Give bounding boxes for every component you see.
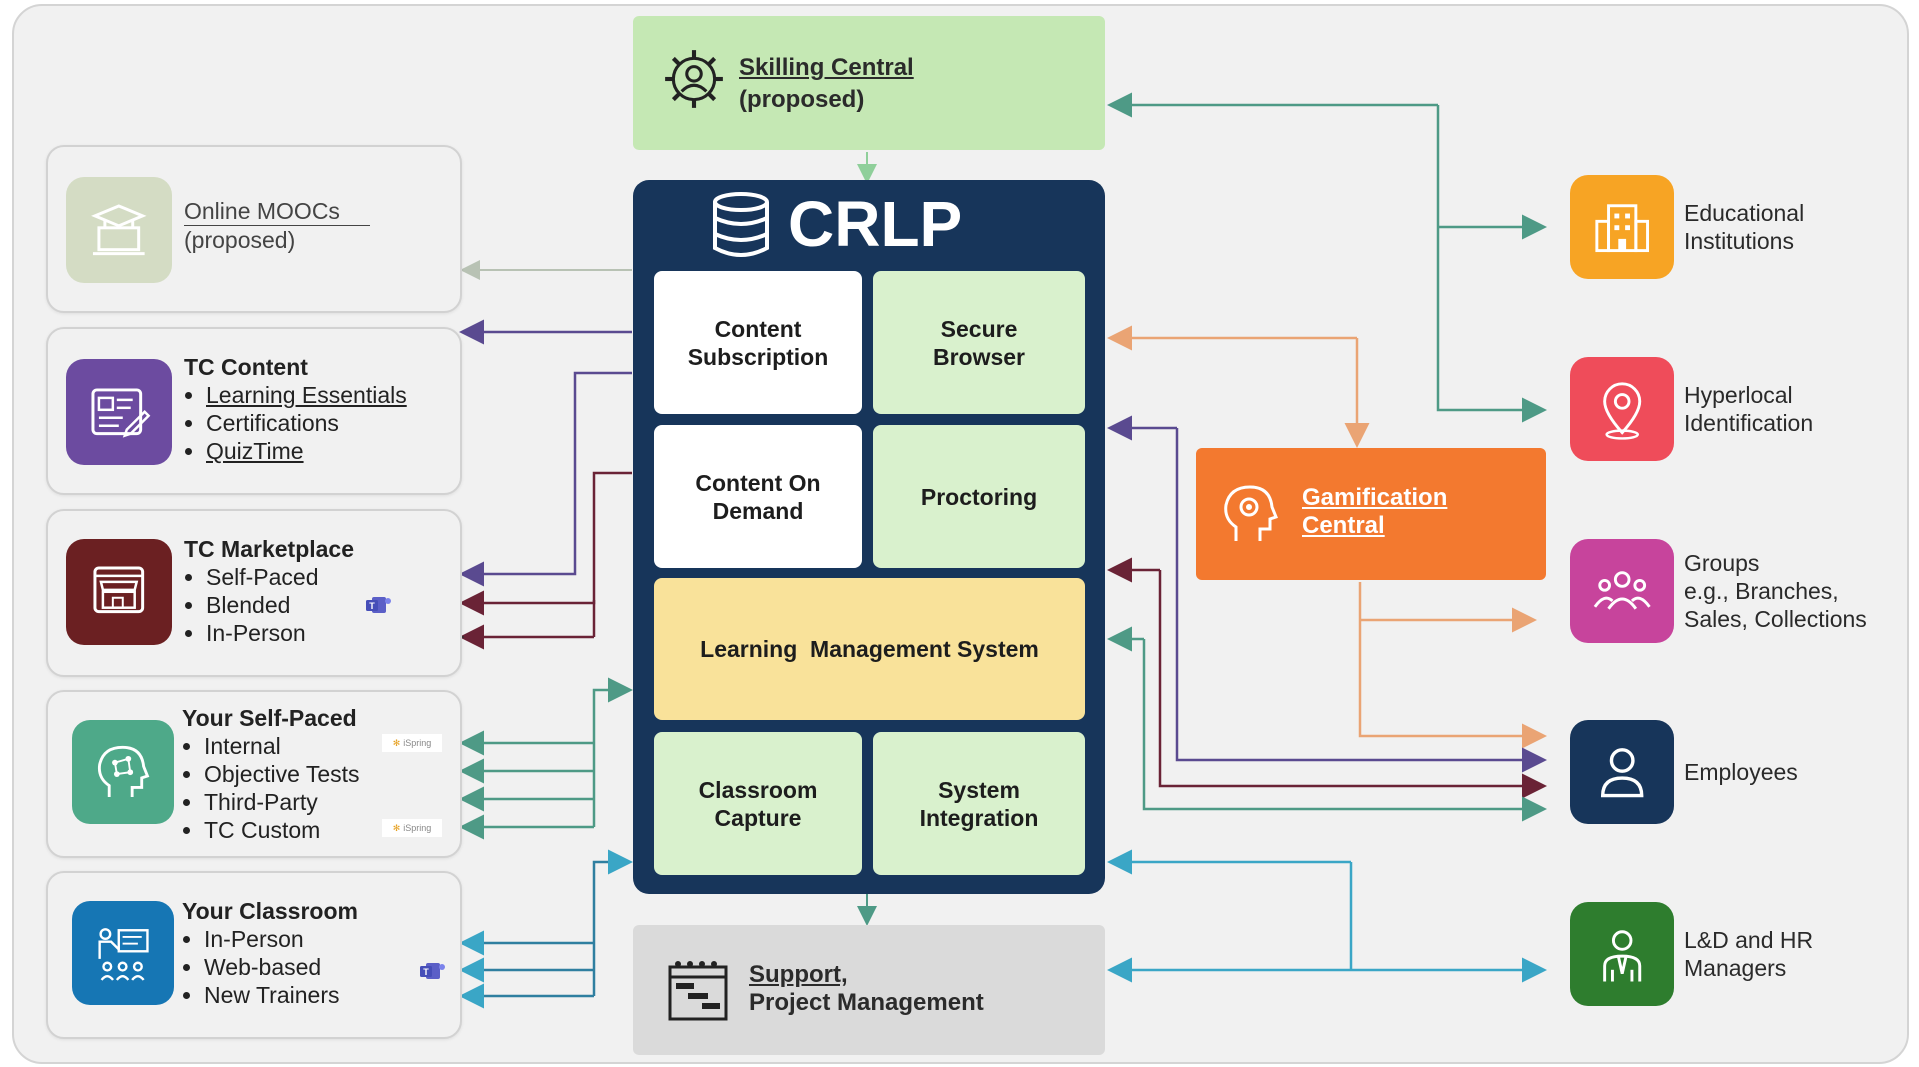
- self-paced-item: Third-Party: [204, 788, 360, 816]
- skilling-central-title[interactable]: Skilling Central: [739, 54, 914, 81]
- classroom-item: New Trainers: [204, 981, 358, 1009]
- tc-marketplace-item: Self-Paced: [206, 563, 354, 591]
- secure-browser-module[interactable]: Secure Browser: [873, 271, 1085, 414]
- classroom-presenter-icon: [72, 901, 174, 1005]
- ld-hr-label: L&D and HR Managers: [1684, 926, 1813, 982]
- content-subscription-label: Content Subscription: [687, 315, 829, 370]
- classroom-item: Web-based: [204, 953, 358, 981]
- database-icon: [711, 192, 771, 258]
- proctoring-module[interactable]: Proctoring: [873, 425, 1085, 568]
- svg-text:T: T: [423, 967, 429, 977]
- hyperlocal-identification-label: Hyperlocal Identification: [1684, 382, 1814, 436]
- self-paced-card[interactable]: Your Self-Paced Internal Objective Tests…: [46, 690, 462, 858]
- classroom-title: Your Classroom: [182, 898, 358, 924]
- crlp-panel: CRLP Content Subscription Secure Browser…: [633, 180, 1105, 894]
- document-edit-icon: [66, 359, 172, 465]
- ispring-badge: ✻iSpring: [382, 819, 442, 837]
- tc-content-item: Certifications: [206, 409, 407, 437]
- storefront-icon: [66, 539, 172, 645]
- moocs-title[interactable]: Online MOOCs: [184, 197, 370, 226]
- support-subtitle: Project Management: [749, 989, 984, 1016]
- classroom-capture-module[interactable]: Classroom Capture: [654, 732, 862, 875]
- gamification-title[interactable]: Gamification: [1302, 484, 1448, 511]
- tc-content-item[interactable]: Learning Essentials: [206, 381, 407, 409]
- secure-browser-label: Secure Browser: [932, 315, 1026, 370]
- gamification-title-line2[interactable]: Central: [1302, 512, 1385, 539]
- groups-line: Groups: [1684, 550, 1760, 576]
- self-paced-item: TC Custom: [204, 816, 360, 844]
- employees-label: Employees: [1684, 759, 1798, 785]
- person-icon: [1570, 720, 1674, 824]
- self-paced-item: Internal: [204, 732, 360, 760]
- gear-person-icon: [661, 46, 727, 112]
- groups-line: Sales, Collections: [1684, 606, 1867, 632]
- manager-icon: [1570, 902, 1674, 1006]
- self-paced-item: Objective Tests: [204, 760, 360, 788]
- proctoring-label: Proctoring: [920, 483, 1038, 510]
- teams-icon: T: [364, 593, 392, 617]
- crlp-title: CRLP: [788, 188, 963, 260]
- head-network-icon: [72, 720, 174, 824]
- lms-module[interactable]: Learning Management System: [654, 578, 1085, 720]
- groups-label: Groups e.g., Branches, Sales, Collection…: [1684, 549, 1867, 633]
- teams-icon: T: [418, 959, 446, 983]
- location-pin-icon: [1570, 357, 1674, 461]
- support-box[interactable]: Support, Project Management: [633, 925, 1105, 1055]
- system-integration-module[interactable]: System Integration: [873, 732, 1085, 875]
- tc-marketplace-title: TC Marketplace: [184, 536, 355, 562]
- svg-text:T: T: [369, 601, 375, 611]
- graduation-laptop-icon: [66, 177, 172, 283]
- educational-institutions-label: Educational Institutions: [1684, 200, 1805, 254]
- ld-hr-line: L&D and HR: [1684, 927, 1814, 953]
- system-integration-label: System Integration: [919, 776, 1039, 831]
- tc-marketplace-item: Blended: [206, 591, 354, 619]
- moocs-card[interactable]: Online MOOCs (proposed): [46, 145, 462, 313]
- tc-marketplace-card[interactable]: TC Marketplace Self-Paced Blended In-Per…: [46, 509, 462, 677]
- tc-content-title: TC Content: [184, 354, 308, 380]
- skilling-central-box[interactable]: Skilling Central (proposed): [633, 16, 1105, 150]
- content-on-demand-label: Content On Demand: [695, 469, 821, 524]
- content-on-demand-module[interactable]: Content On Demand: [654, 425, 862, 568]
- tc-content-item[interactable]: QuizTime: [206, 437, 407, 465]
- self-paced-title: Your Self-Paced: [182, 705, 357, 731]
- ispring-badge: ✻iSpring: [382, 734, 442, 752]
- classroom-card[interactable]: Your Classroom In-Person Web-based New T…: [46, 871, 462, 1039]
- gantt-chart-icon: [665, 959, 731, 1023]
- skilling-central-status: (proposed): [739, 86, 865, 113]
- tc-content-card[interactable]: TC Content Learning Essentials Certifica…: [46, 327, 462, 495]
- group-people-icon: [1570, 539, 1674, 643]
- head-gear-icon: [1218, 480, 1282, 546]
- classroom-capture-label: Classroom Capture: [698, 776, 818, 831]
- moocs-status: (proposed): [184, 227, 296, 253]
- content-subscription-module[interactable]: Content Subscription: [654, 271, 862, 414]
- lms-label: Learning Management System: [700, 636, 1039, 662]
- ld-hr-line: Managers: [1684, 955, 1787, 981]
- building-icon: [1570, 175, 1674, 279]
- groups-line: e.g., Branches,: [1684, 578, 1839, 604]
- tc-marketplace-item: In-Person: [206, 619, 354, 647]
- support-title[interactable]: Support,: [749, 961, 848, 988]
- classroom-item: In-Person: [204, 925, 358, 953]
- gamification-central-box[interactable]: Gamification Central: [1196, 448, 1546, 580]
